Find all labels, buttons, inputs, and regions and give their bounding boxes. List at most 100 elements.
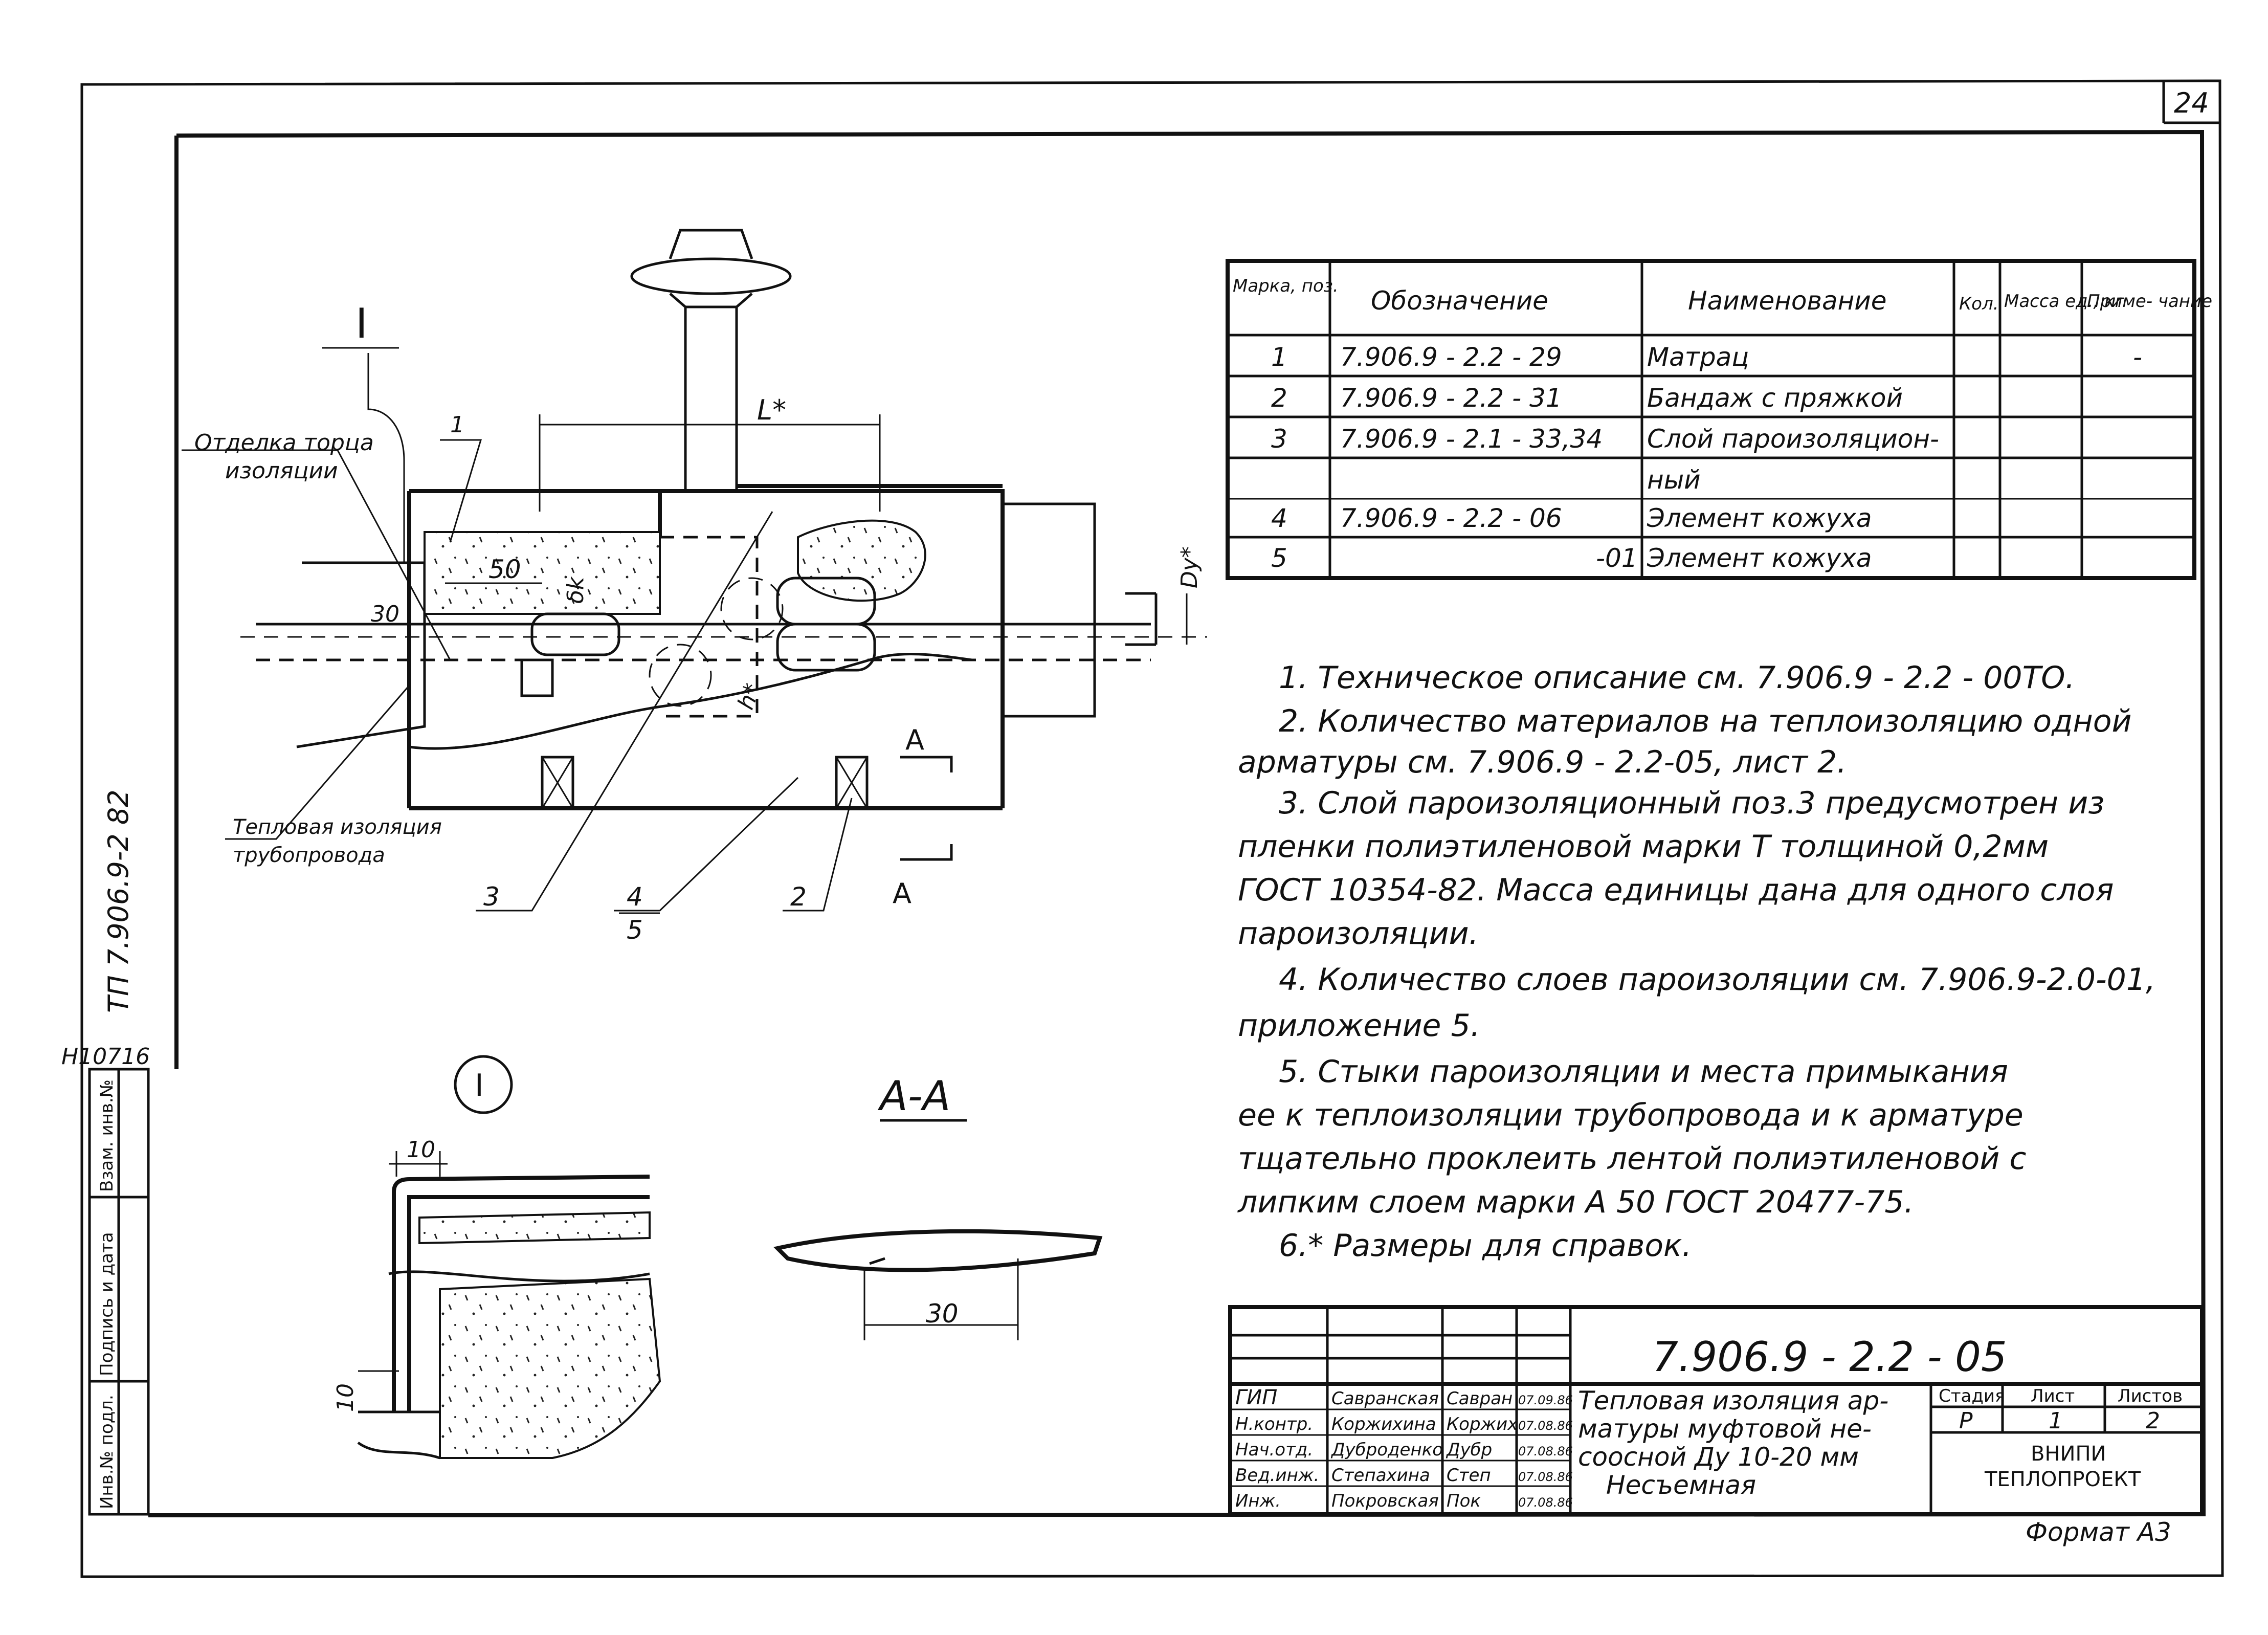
svg-text:Покровская: Покровская: [1331, 1491, 1439, 1511]
svg-text:-01: -01: [1596, 543, 1638, 573]
sheet-number: 24: [2174, 87, 2209, 119]
spec-header-name: Наименование: [1688, 286, 1887, 316]
svg-text:5: 5: [1271, 543, 1287, 573]
svg-text:7.906.9 - 2.2 - 06: 7.906.9 - 2.2 - 06: [1340, 503, 1562, 533]
detail-dim-10-top: 10: [407, 1137, 435, 1163]
detail-view-I-label: I: [475, 1068, 484, 1103]
signatory-row: Н.контр. Коржихина Коржих 07.08.86: [1235, 1414, 1573, 1434]
svg-text:07.08.86: 07.08.86: [1518, 1495, 1573, 1510]
note-line: пленки полиэтиленовой марки Т толщиной 0…: [1238, 829, 2049, 865]
spec-header-mark: Марка, поз.: [1233, 276, 1339, 296]
note-line: липким слоем марки А 50 ГОСТ 20477-75.: [1237, 1184, 1914, 1220]
svg-text:Инж.: Инж.: [1235, 1491, 1281, 1511]
svg-text:Степ: Степ: [1447, 1465, 1491, 1486]
pipe-insulation-left: [296, 561, 426, 748]
svg-text:Элемент кожуха: Элемент кожуха: [1647, 543, 1872, 573]
dim-50-label: 50: [488, 555, 521, 584]
callout-pipe-insulation-2: трубопровода: [233, 844, 385, 867]
dim-delta-label: δk: [563, 576, 589, 604]
svg-text:7.906.9 - 2.2 - 31: 7.906.9 - 2.2 - 31: [1340, 383, 1562, 413]
coupling-fittings: [520, 536, 876, 718]
note-line: пароизоляции.: [1238, 916, 1479, 952]
dim-Dy: Dy*: [1176, 546, 1203, 645]
dim-30-label: 30: [371, 601, 399, 627]
svg-text:Дубр: Дубр: [1446, 1440, 1492, 1460]
section-view-AA-label: А-А: [877, 1072, 950, 1120]
svg-text:07.09.86: 07.09.86: [1518, 1393, 1573, 1407]
break-line: [409, 652, 972, 750]
main-view: L* 50 δk 30 h* Dy* I 1 Отделка торца изо…: [182, 229, 1207, 945]
callout-detail-I: I: [355, 300, 368, 347]
section-marker-bottom: А: [893, 844, 953, 910]
note-line: 1. Техническое описание см. 7.906.9 - 2.…: [1279, 660, 2075, 696]
note-line: 2. Количество материалов на теплоизоляци…: [1279, 703, 2131, 739]
svg-text:Слой пароизоляцион-: Слой пароизоляцион-: [1647, 424, 1939, 454]
bandage-buckles: [541, 756, 869, 810]
side-stamp-vzam: Взам. инв.№: [97, 1079, 117, 1192]
sheet-number-box: 24: [2162, 82, 2221, 124]
svg-text:Матрац: Матрац: [1647, 342, 1749, 372]
spec-table: Марка, поз. Обозначение Наименование Кол…: [1226, 259, 2212, 580]
note-line: 3. Слой пароизоляционный поз.3 предусмот…: [1279, 785, 2104, 821]
mattress-insulation: [424, 531, 661, 615]
svg-text:А: А: [893, 877, 911, 910]
title-block: 7.906.9 - 2.2 - 05 Тепловая изоляция ар-…: [1228, 1305, 2204, 1516]
note-line: 4. Количество слоев пароизоляции см. 7.9…: [1279, 962, 2155, 998]
svg-text:ГИП: ГИП: [1235, 1386, 1277, 1409]
svg-text:Коржихина: Коржихина: [1331, 1414, 1436, 1434]
svg-text:07.08.86: 07.08.86: [1518, 1470, 1573, 1484]
callout-pos3: 3: [483, 882, 500, 912]
note-line: арматуры см. 7.906.9 - 2.2-05, лист 2.: [1238, 744, 1847, 780]
table-row: 2 7.906.9 - 2.2 - 31 Бандаж с пряжкой: [1271, 383, 1903, 413]
side-stamp-inv-podl: Инв.№ подл.: [97, 1395, 117, 1509]
sheet-header: Лист: [2031, 1386, 2075, 1406]
svg-text:Савранская: Савранская: [1331, 1388, 1439, 1409]
spec-header-qty: Кол.: [1959, 294, 1998, 314]
detail-dim-10-left: 10: [332, 1383, 359, 1412]
notes: 1. Техническое описание см. 7.906.9 - 2.…: [1237, 660, 2155, 1264]
callout-pipe-insulation-1: Тепловая изоляция: [233, 815, 442, 839]
callout-end-finish-1: Отделка торца: [194, 430, 374, 456]
format-label: Формат А3: [2026, 1517, 2171, 1547]
table-row: ный: [1647, 465, 1701, 495]
svg-text:7.906.9 - 2.1 - 33,34: 7.906.9 - 2.1 - 33,34: [1340, 424, 1603, 454]
dim-L: L*: [539, 394, 881, 512]
spec-header-designation: Обозначение: [1371, 286, 1548, 316]
inventory-number: Н10716: [61, 1044, 150, 1070]
note-line: 6.* Размеры для справок.: [1279, 1228, 1692, 1264]
note-line: ее к теплоизоляции трубопровода и к арма…: [1238, 1097, 2024, 1133]
svg-text:Н.контр.: Н.контр.: [1235, 1414, 1313, 1434]
handwheel: [630, 229, 792, 308]
drawing-title-line: Несъемная: [1606, 1470, 1756, 1500]
section-dim-30: 30: [926, 1299, 959, 1329]
pipe: [240, 592, 1207, 661]
drawing-designation: 7.906.9 - 2.2 - 05: [1652, 1333, 2007, 1381]
stage-value: Р: [1959, 1408, 1973, 1434]
mattress-insulation-upper: [797, 519, 926, 602]
side-stamp: Инв.№ подл. Подпись и дата Взам. инв.№: [88, 1068, 150, 1516]
table-row: 1 7.906.9 - 2.2 - 29 Матрац -: [1271, 342, 2142, 372]
table-row: 3 7.906.9 - 2.1 - 33,34 Слой пароизоляци…: [1271, 424, 1939, 454]
dim-L-label: L*: [757, 394, 786, 426]
svg-text:ный: ный: [1647, 465, 1701, 495]
svg-text:Нач.отд.: Нач.отд.: [1235, 1440, 1313, 1460]
spec-header-mass: Масса ед., кг: [2004, 291, 2125, 312]
pipe-insulation-right: [1003, 502, 1096, 718]
svg-text:4: 4: [1271, 503, 1287, 533]
callout-pos5: 5: [627, 915, 643, 945]
casing: [407, 484, 1005, 810]
note-line: тщательно проклеить лентой полиэтиленово…: [1238, 1141, 2026, 1177]
signatory-row: Нач.отд. Дуброденко Дубр 07.08.86: [1235, 1440, 1573, 1460]
org-line2: ТЕПЛОПРОЕКТ: [1984, 1468, 2141, 1491]
svg-text:Dy*: Dy*: [1176, 546, 1203, 588]
svg-text:Коржих: Коржих: [1447, 1414, 1518, 1434]
org-line1: ВНИПИ: [2031, 1442, 2106, 1466]
signatory-row: Вед.инж. Степахина Степ 07.08.86: [1235, 1465, 1573, 1486]
svg-text:Элемент кожуха: Элемент кожуха: [1647, 503, 1872, 533]
callout-pos4: 4: [627, 882, 643, 912]
sheets-value: 2: [2146, 1408, 2160, 1434]
svg-text:-: -: [2133, 342, 2142, 372]
drawing-title-line: Тепловая изоляция ар-: [1578, 1386, 1888, 1416]
table-row: 4 7.906.9 - 2.2 - 06 Элемент кожуха: [1271, 503, 1872, 533]
